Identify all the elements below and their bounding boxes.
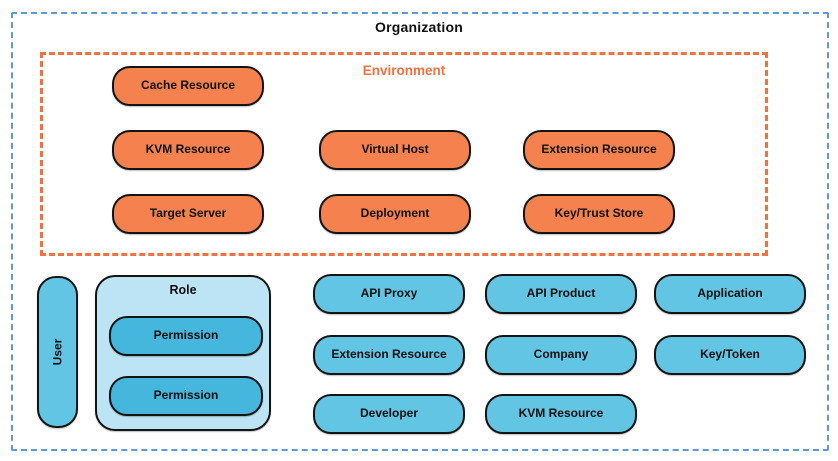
- permission-node-label: Permission: [153, 388, 219, 403]
- node-extension-resource: Extension Resource: [313, 335, 465, 375]
- env-node-label: Cache Resource: [140, 78, 236, 93]
- role-group-title: Role: [169, 283, 197, 297]
- environment-boundary: [40, 52, 768, 256]
- node-permission-1: Permission: [109, 316, 263, 356]
- org-node-label: Developer: [359, 406, 419, 421]
- env-node-label: KVM Resource: [145, 142, 231, 157]
- env-node-label: Virtual Host: [361, 142, 429, 157]
- org-node-label: API Proxy: [360, 286, 418, 301]
- env-node-label: Extension Resource: [541, 142, 657, 157]
- env-node-cache-resource: Cache Resource: [112, 66, 264, 106]
- node-user: User: [37, 276, 78, 428]
- org-node-label: API Product: [526, 286, 596, 301]
- env-node-target-server: Target Server: [112, 194, 264, 234]
- node-permission-2: Permission: [109, 376, 263, 416]
- org-node-label: KVM Resource: [518, 406, 604, 421]
- env-node-label: Key/Trust Store: [554, 206, 644, 221]
- organization-title: Organization: [375, 19, 463, 35]
- env-node-key-trust-store: Key/Trust Store: [523, 194, 675, 234]
- org-node-label: Application: [697, 286, 763, 301]
- organization-boundary: [11, 12, 829, 451]
- node-key-token: Key/Token: [654, 335, 806, 375]
- org-node-label: Extension Resource: [331, 347, 447, 362]
- env-node-extension-resource: Extension Resource: [523, 130, 675, 170]
- environment-title: Environment: [362, 63, 446, 78]
- node-developer: Developer: [313, 394, 465, 434]
- node-application: Application: [654, 274, 806, 314]
- org-node-label: Company: [533, 347, 589, 362]
- node-api-proxy: API Proxy: [313, 274, 465, 314]
- permission-node-label: Permission: [153, 328, 219, 343]
- env-node-kvm-resource: KVM Resource: [112, 130, 264, 170]
- env-node-label: Target Server: [149, 206, 227, 221]
- env-node-virtual-host: Virtual Host: [319, 130, 471, 170]
- node-company: Company: [485, 335, 637, 375]
- node-api-product: API Product: [485, 274, 637, 314]
- node-kvm-resource: KVM Resource: [485, 394, 637, 434]
- env-node-deployment: Deployment: [319, 194, 471, 234]
- env-node-label: Deployment: [360, 206, 430, 221]
- user-node-label: User: [50, 338, 65, 366]
- org-node-label: Key/Token: [700, 347, 760, 362]
